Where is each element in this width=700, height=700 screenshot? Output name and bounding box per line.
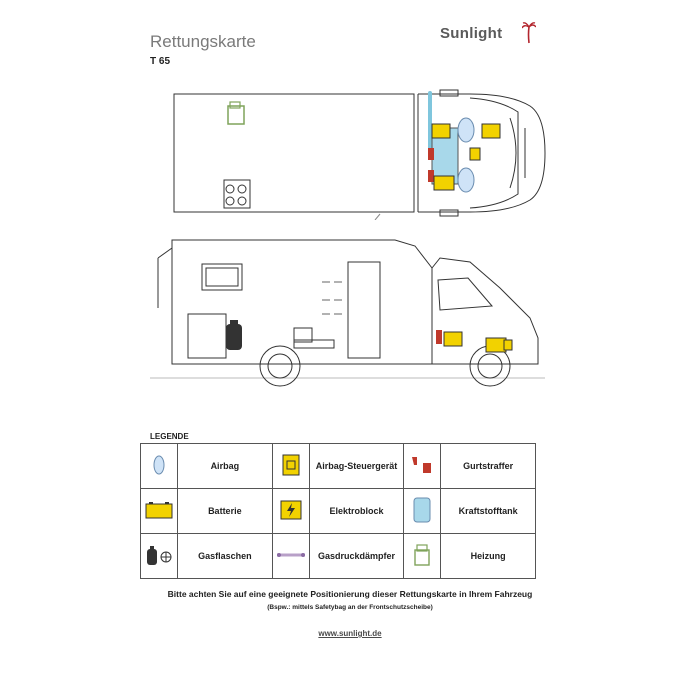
positioning-subnote: (Bspw.: mittels Safetybag an der Frontsc… xyxy=(267,604,433,611)
electro-block-icon xyxy=(431,123,451,139)
airbag-control-unit-icon xyxy=(469,147,481,161)
vehicle-top-view xyxy=(173,89,546,220)
legend-table: Airbag Airbag-Steuergerät Gurtstraffer B… xyxy=(140,443,536,579)
gas-spring-icon xyxy=(276,553,305,557)
airbag-icon xyxy=(457,117,475,143)
legend-icon-cell xyxy=(271,488,310,534)
legend-label: Airbag-Steuergerät xyxy=(308,443,405,489)
electro-block-icon xyxy=(443,331,463,347)
electro-block-icon xyxy=(280,500,302,520)
legend-label: Gasdruckdämpfer xyxy=(308,533,405,579)
legend-label: Batterie xyxy=(177,488,273,534)
legend-icon-cell xyxy=(140,488,178,534)
palm-icon xyxy=(522,22,536,44)
legend-icon-cell xyxy=(403,488,442,534)
airbag-control-unit-icon xyxy=(503,339,513,351)
legend-row: Airbag Airbag-Steuergerät Gurtstraffer xyxy=(140,443,536,489)
legend-label: Gasflaschen xyxy=(177,533,273,579)
legend-icon-cell xyxy=(403,443,442,489)
legend-icon-cell xyxy=(403,533,442,579)
model-code: T 65 xyxy=(150,56,171,67)
legend-label: Heizung xyxy=(440,533,536,579)
legend-label: Gurtstraffer xyxy=(440,443,536,489)
legend-row: Gasflaschen Gasdruckdämpfer Heizung xyxy=(140,533,536,579)
legend-label: Elektroblock xyxy=(308,488,405,534)
belt-tensioner-icon xyxy=(436,330,442,344)
battery-icon xyxy=(433,175,455,191)
airbag-icon xyxy=(153,455,165,475)
airbag-icon xyxy=(457,167,475,193)
legend-icon-cell xyxy=(140,533,178,579)
logo-wordmark: Sunlight xyxy=(440,25,503,42)
gas-bottle-icon xyxy=(226,320,242,350)
battery-icon xyxy=(145,502,173,519)
legend-icon-cell xyxy=(271,443,310,489)
legend-label: Airbag xyxy=(177,443,273,489)
legend-icon-cell xyxy=(271,533,310,579)
legend-icon-cell xyxy=(140,443,178,489)
gas-locker xyxy=(223,179,251,209)
legend-title: LEGENDE xyxy=(150,432,189,441)
battery-icon xyxy=(481,123,501,139)
legend-label: Kraftstofftank xyxy=(440,488,536,534)
gas-bottle-icon xyxy=(147,546,172,565)
positioning-note: Bitte achten Sie auf eine geeignete Posi… xyxy=(167,589,533,599)
page-title: Rettungskarte xyxy=(150,32,256,51)
vehicle-side-view xyxy=(150,239,545,387)
fuel-tank-icon xyxy=(413,497,431,523)
battery-icon xyxy=(485,337,507,353)
website-link[interactable]: www.sunlight.de xyxy=(318,629,382,638)
heater-icon xyxy=(227,101,245,125)
airbag-control-unit-icon xyxy=(282,454,300,476)
belt-tensioner-icon xyxy=(428,170,434,182)
belt-tensioner-icon xyxy=(428,148,434,160)
legend-row: Batterie Elektroblock Kraftstofftank xyxy=(140,488,536,534)
belt-tensioner-icon xyxy=(412,457,432,473)
sunlight-logo: Sunlight xyxy=(440,22,540,46)
heater-icon xyxy=(414,544,431,566)
